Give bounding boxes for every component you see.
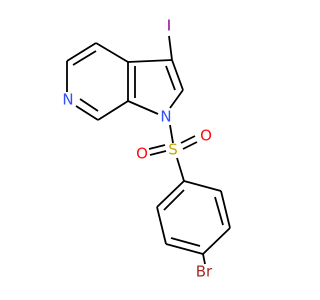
bond-aryl-c4-c5 xyxy=(165,243,204,255)
bond-c4-c5 xyxy=(66,42,97,62)
bond-c2-n1 xyxy=(169,89,184,109)
bond-n6-c7-inner xyxy=(79,98,99,112)
bond-sulfur-oxygen-left-b xyxy=(149,150,167,156)
bond-aryl-c5-c6 xyxy=(156,206,167,245)
bond-c3a-c4 xyxy=(95,42,129,63)
bond-n6-c7 xyxy=(75,105,99,121)
oxygen-left-atom-label: O xyxy=(136,145,148,163)
bond-c7-c7a xyxy=(97,100,129,121)
bond-n1-sulfur xyxy=(169,124,174,144)
bonds xyxy=(66,35,231,265)
sulfur-atom-label: S xyxy=(168,141,178,159)
bond-aryl-c2-c3 xyxy=(220,190,231,229)
oxygen-right-atom-label: O xyxy=(200,127,212,145)
pyridine-nitrogen-atom-label: N xyxy=(62,91,73,109)
bond-n1-c7a xyxy=(127,100,159,115)
molecule-diagram: I N N S O O Br xyxy=(62,17,231,281)
bond-aryl-c1-c2 xyxy=(183,180,222,192)
iodine-atom-label: I xyxy=(167,17,171,35)
bond-sulfur-aryl xyxy=(176,157,185,182)
bond-aryl-c6-c1 xyxy=(156,180,185,208)
bond-sulfur-oxygen-right-b xyxy=(182,141,198,150)
bond-c3-c2-inner xyxy=(165,65,176,91)
bond-c3-iodine xyxy=(168,35,173,61)
bond-sulfur-oxygen-right-a xyxy=(180,135,196,144)
atom-labels: I N N S O O Br xyxy=(62,17,213,281)
bond-aryl-bromine xyxy=(202,253,206,265)
bond-c3-c3a xyxy=(127,59,173,63)
bond-aryl-c2-c3-inner xyxy=(214,196,224,226)
bond-aryl-c3-c4 xyxy=(202,227,231,255)
bond-sulfur-oxygen-left-a xyxy=(148,144,166,150)
bond-c4-c5-inner xyxy=(72,50,97,66)
bond-c3-c2 xyxy=(171,59,184,91)
bond-aryl-c6-c1-inner xyxy=(163,189,185,211)
bromine-atom-label: Br xyxy=(196,263,213,281)
pyrrole-nitrogen-atom-label: N xyxy=(160,108,171,126)
bond-aryl-c4-c5-inner xyxy=(170,237,201,247)
